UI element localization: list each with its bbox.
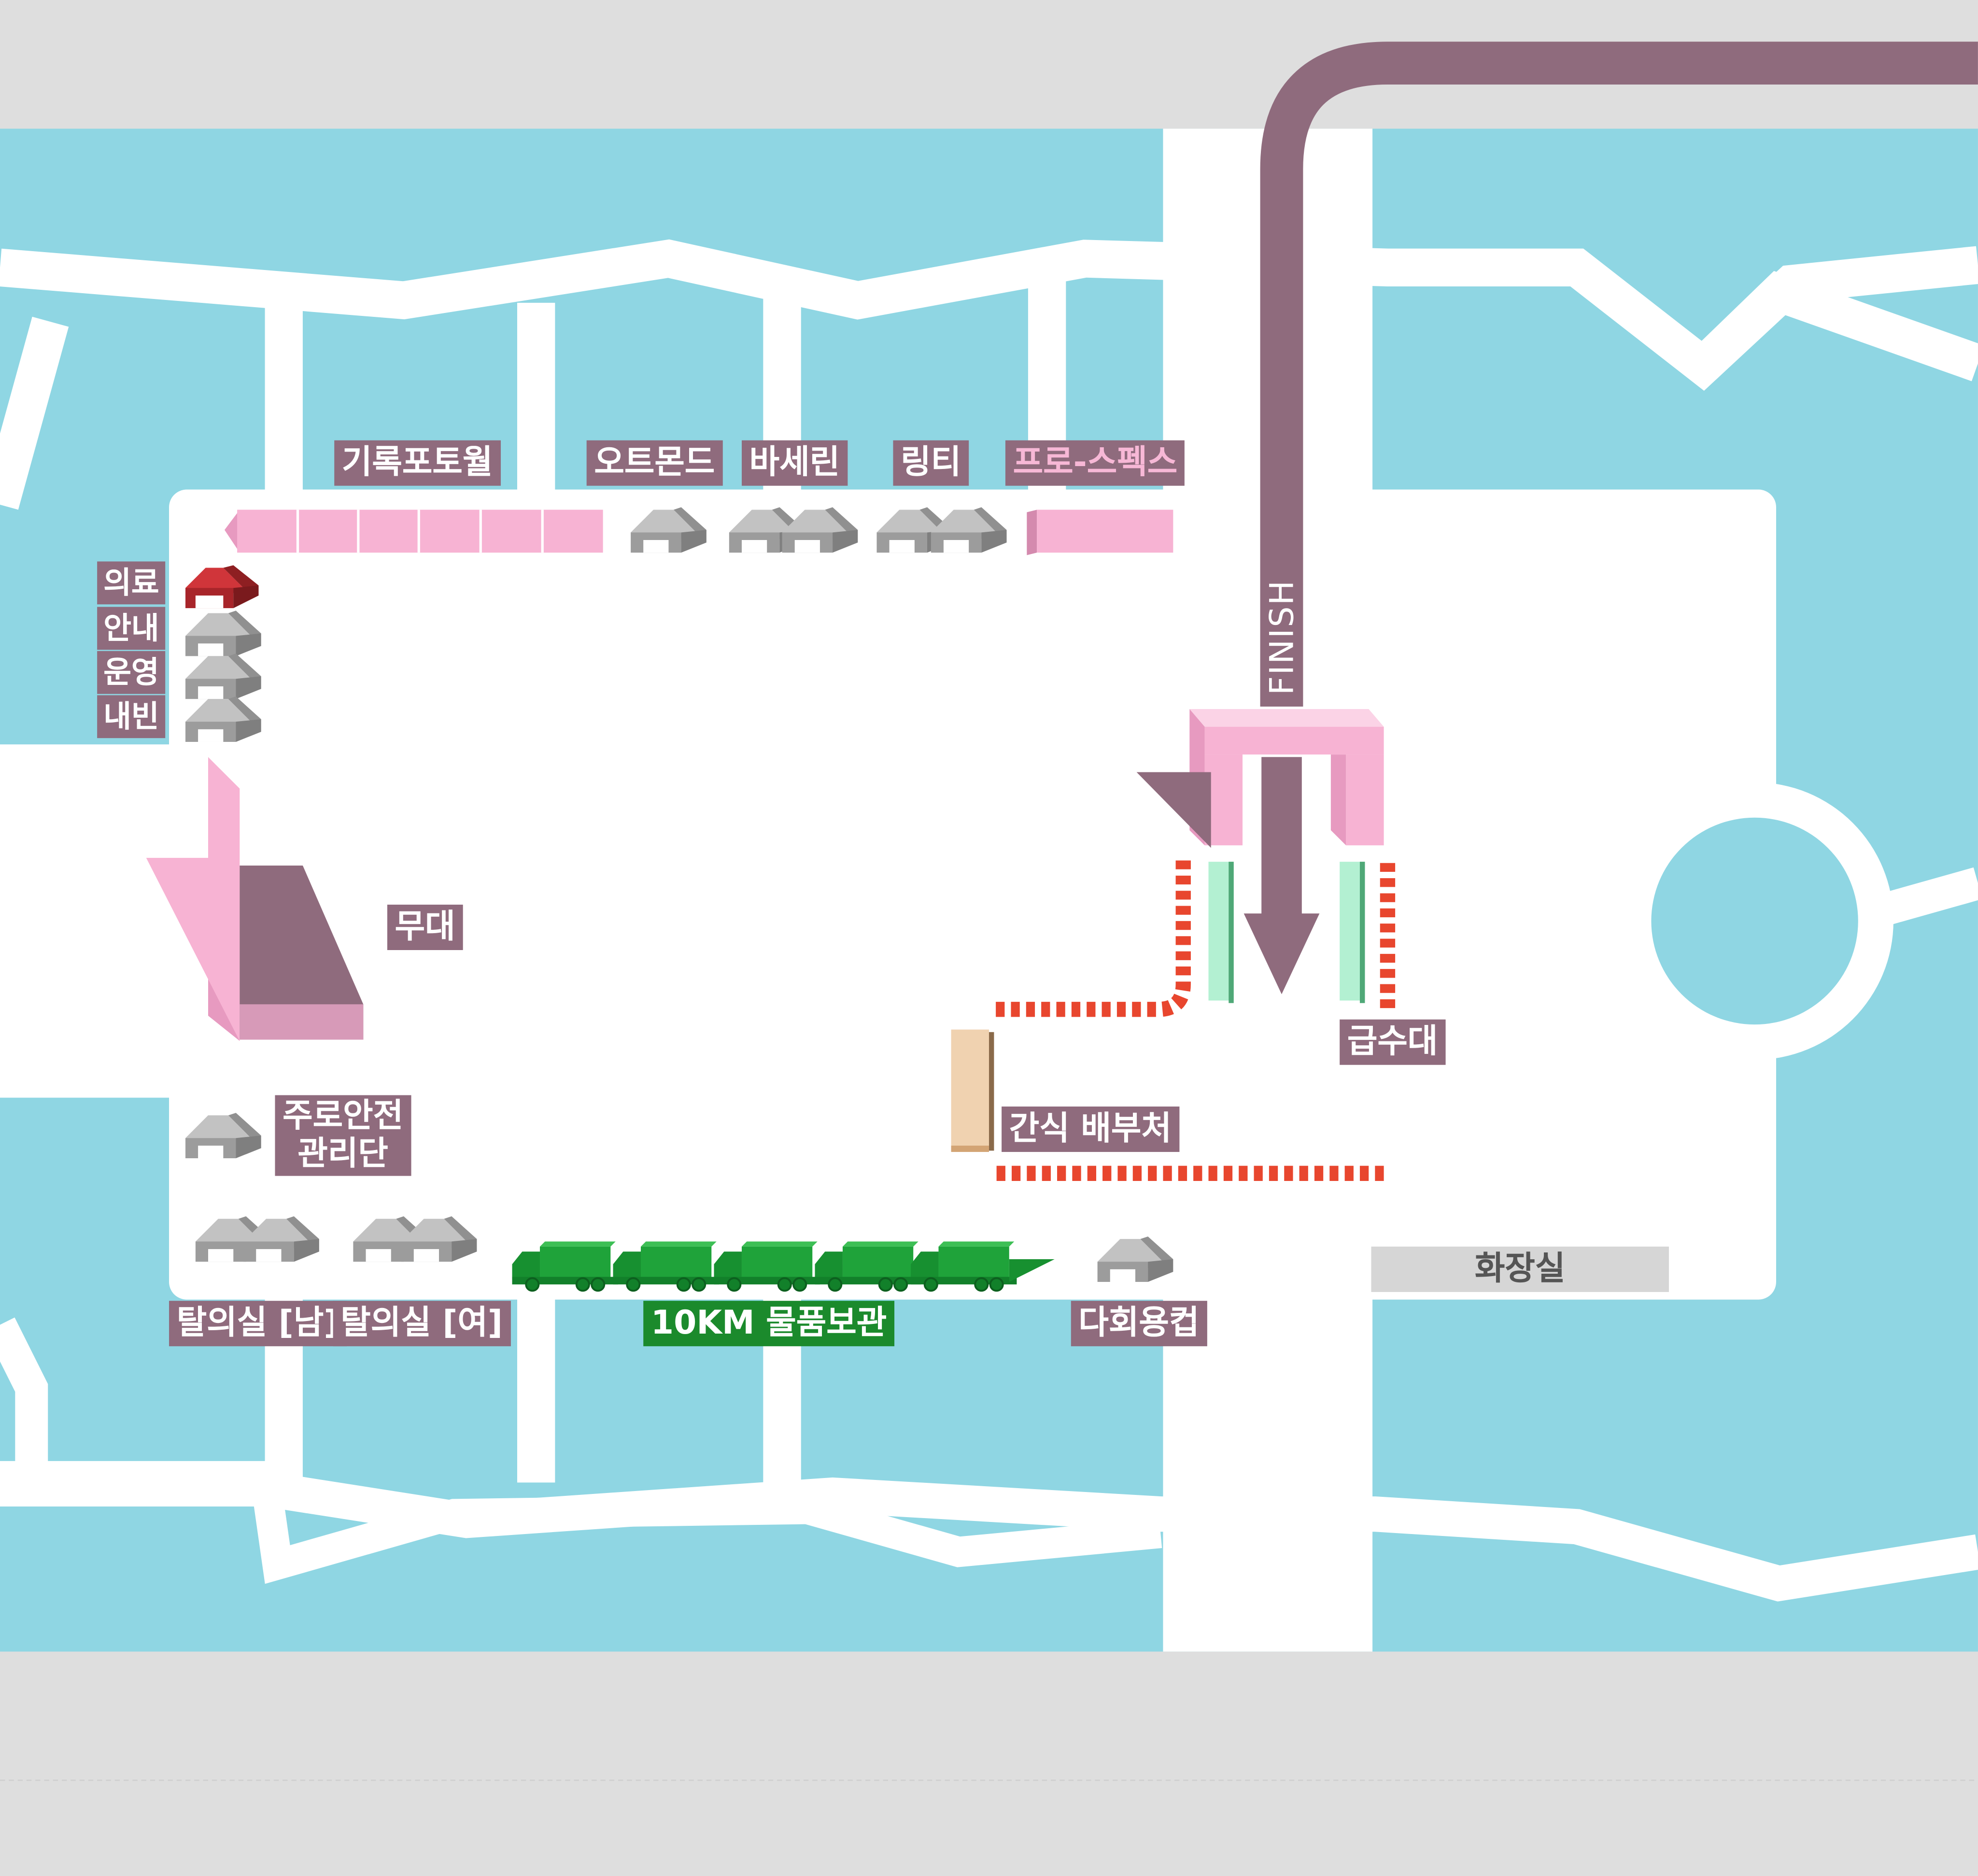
label-changing-room-women: 탈의실 [여] [333, 1301, 510, 1347]
label-changing-room-men: 탈의실 [남] [169, 1301, 347, 1347]
label-course-safety-line1: 주로안전 [283, 1097, 404, 1136]
label-vaseline: 바세린 [741, 440, 848, 486]
label-toilet: 화장실 [1371, 1246, 1669, 1292]
label-snack: 간식 배부처 [1002, 1106, 1179, 1152]
finish-text: FINISH [1264, 579, 1302, 696]
photo-wall-booths [224, 510, 603, 553]
label-10k-baggage: 10KM 물품보관 [643, 1301, 894, 1347]
label-operation: 운영 [97, 651, 166, 694]
label-course-safety: 주로안전 관리단 [275, 1095, 411, 1176]
main-stage [146, 757, 364, 1041]
label-otmond: 오트몬드 [586, 440, 722, 486]
snack-table [951, 1029, 994, 1152]
label-course-safety-line2: 관리단 [297, 1135, 388, 1174]
label-stage: 무대 [387, 904, 463, 950]
label-ringti: 링티 [893, 440, 969, 486]
label-reusable-cups: 다회용컵 [1071, 1301, 1207, 1347]
prospecs-booth [1027, 510, 1173, 555]
label-water-station: 급수대 [1340, 1019, 1445, 1065]
label-info: 안내 [97, 607, 166, 650]
label-prospecs: 프로-스펙스 [1005, 440, 1185, 486]
label-vip: 내빈 [97, 695, 166, 739]
label-photo-wall: 기록포토월 [334, 440, 501, 486]
label-medical: 의료 [97, 561, 166, 605]
